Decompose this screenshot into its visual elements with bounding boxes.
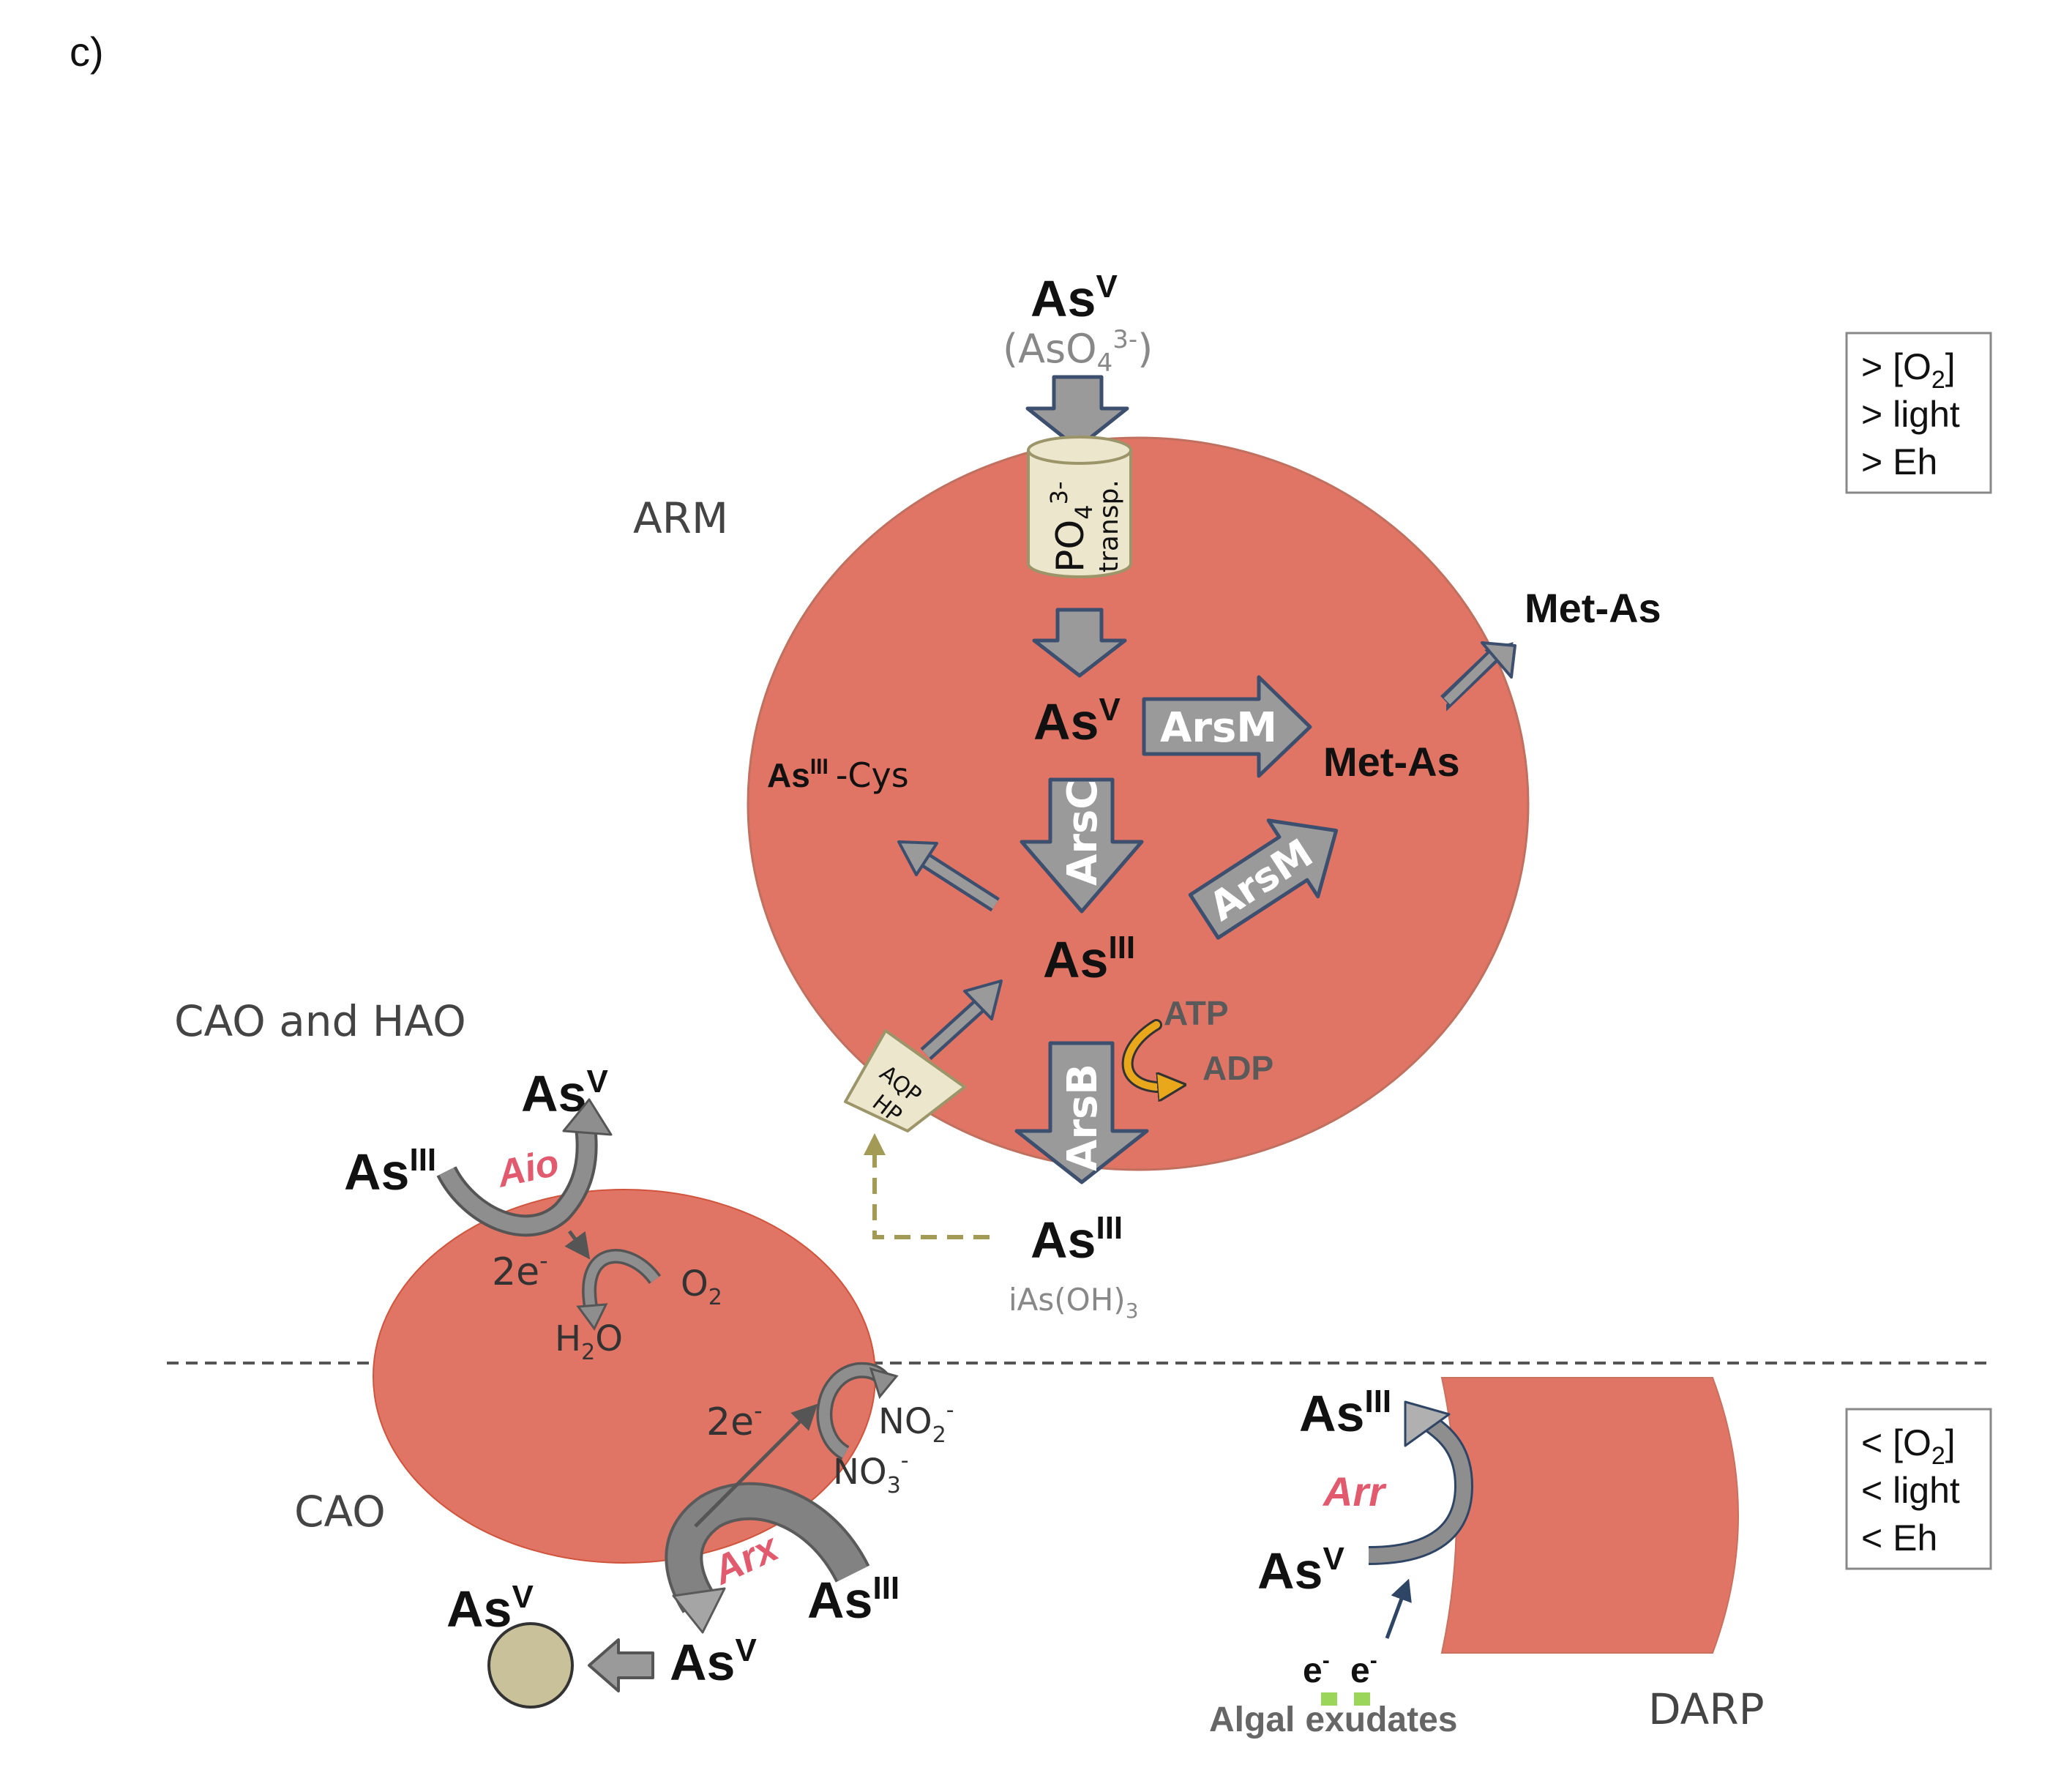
- met-as-export-head: [1481, 641, 1516, 679]
- svg-text:< light: < light: [1861, 1470, 1960, 1511]
- svg-text:ArsC: ArsC: [1059, 780, 1107, 886]
- as-iii-internal: AsIII: [1043, 930, 1135, 988]
- adsorption-arrow: [588, 1638, 654, 1692]
- uptake-arrow: [1025, 375, 1129, 450]
- aqp-hp-transporter: AQP HP: [844, 1029, 966, 1132]
- as-v-internal: AsV: [1033, 692, 1121, 750]
- cao-hao-as-iii: AsIII: [344, 1142, 436, 1201]
- electron-2: e-: [1350, 1649, 1377, 1690]
- aio-enzyme-label: Aio: [493, 1141, 563, 1196]
- cao-label: CAO: [294, 1487, 386, 1537]
- svg-text:< [O2]: < [O2]: [1861, 1422, 1956, 1470]
- electron-donation-arrow: [1385, 1578, 1412, 1639]
- as-v-external: AsV: [1030, 269, 1118, 327]
- as-iii-cys: AsIII-Cys: [767, 755, 909, 795]
- cao-hao-label: CAO and HAO: [174, 996, 466, 1046]
- svg-text:ArsM: ArsM: [1160, 704, 1277, 752]
- as-iii-external: AsIII: [1030, 1210, 1123, 1269]
- aio-oxidation-arrow: [436, 1098, 613, 1237]
- arx-two-electrons: 2e-: [706, 1397, 763, 1444]
- low-conditions-box: < [O2] < light < Eh: [1845, 1408, 1992, 1570]
- cao-as-v-product: AsV: [670, 1632, 757, 1691]
- darp-as-iii: AsIII: [1299, 1384, 1391, 1442]
- adp-label: ADP: [1202, 1049, 1273, 1087]
- ias-oh3-formula: iAs(OH)3: [1009, 1282, 1139, 1323]
- h2o-label: H2O: [555, 1318, 623, 1365]
- o2-reduction-arrow: [576, 1249, 662, 1331]
- svg-text:ArsB: ArsB: [1059, 1064, 1107, 1171]
- o2-label: O2: [681, 1263, 722, 1310]
- arsc-arrow: ArsC: [1020, 777, 1144, 914]
- arx-electron-arrow: [694, 1403, 818, 1528]
- algal-marker-1: [1321, 1692, 1337, 1706]
- high-conditions-box: > [O2] > light > Eh: [1845, 332, 1992, 494]
- arr-enzyme-label: Arr: [1322, 1468, 1387, 1515]
- cys-arrow: [897, 840, 1000, 912]
- aio-two-electrons: 2e-: [492, 1247, 548, 1294]
- atp-label: ATP: [1164, 994, 1229, 1032]
- arx-oxidation-arrow: [665, 1482, 870, 1634]
- algal-marker-2: [1354, 1692, 1370, 1706]
- svg-text:> Eh: > Eh: [1861, 441, 1937, 482]
- svg-text:> light: > light: [1861, 394, 1960, 435]
- panel-label: c): [70, 29, 104, 75]
- met-as-internal: Met-As: [1323, 739, 1460, 785]
- svg-text:> [O2]: > [O2]: [1861, 346, 1956, 394]
- cao-hao-as-v: AsV: [521, 1064, 608, 1122]
- svg-text:PO43-: PO43-: [1045, 481, 1098, 572]
- arm-label: ARM: [633, 493, 728, 543]
- darp-cell: [1440, 1377, 1739, 1654]
- aqp-uptake-arrow: [920, 979, 1003, 1061]
- aio-electron-arrow: [564, 1230, 591, 1260]
- svg-text:< Eh: < Eh: [1861, 1517, 1937, 1558]
- arsb-arrow: ArsB: [1014, 1041, 1149, 1184]
- arr-reduction-arrow: [1368, 1400, 1474, 1565]
- no2-label: NO2-: [878, 1397, 954, 1448]
- po4-transporter: PO43- transp.: [1027, 436, 1132, 578]
- atp-hydrolysis-arrow-fill: [1123, 1021, 1175, 1087]
- electron-1: e-: [1303, 1649, 1330, 1690]
- no3-label: NO3-: [833, 1448, 909, 1498]
- asiii-reuptake-dashed: [864, 1133, 990, 1239]
- met-as-external: Met-As: [1525, 585, 1661, 631]
- mineral-particle: [487, 1622, 574, 1709]
- darp-as-v: AsV: [1257, 1541, 1344, 1599]
- cao-as-v: AsV: [446, 1579, 534, 1638]
- met-as-export-shaft-fill: [1443, 652, 1497, 705]
- darp-label: DARP: [1648, 1684, 1765, 1734]
- arsm-arrow-top: ArsM: [1142, 675, 1312, 778]
- nitrate-reduction-arrow: [816, 1362, 899, 1460]
- svg-text:transp.: transp.: [1094, 479, 1124, 572]
- internal-uptake-arrow: [1032, 608, 1127, 678]
- cao-as-iii: AsIII: [807, 1570, 899, 1629]
- aso4-formula: (AsO43-): [1003, 325, 1153, 378]
- arm-cell: [747, 436, 1530, 1171]
